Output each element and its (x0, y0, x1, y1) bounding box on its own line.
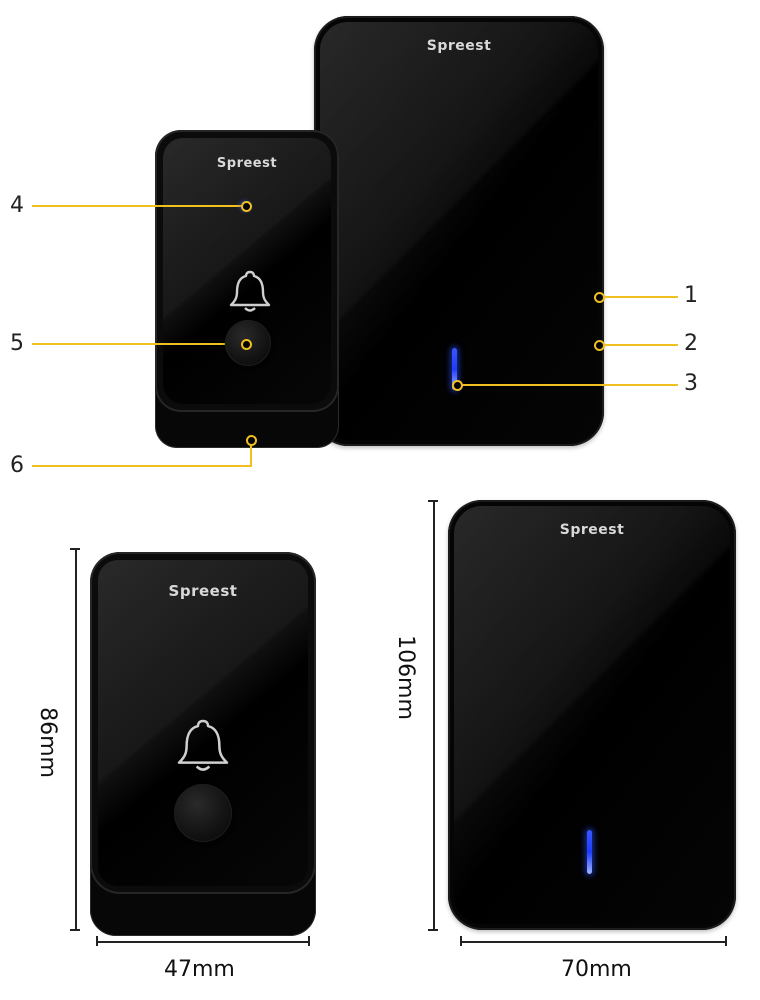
bell-icon (177, 719, 229, 771)
dimension-line-receiver-height (433, 500, 435, 930)
callout-dot-5 (241, 339, 252, 350)
callout-dot-4 (241, 201, 252, 212)
dimension-line-button-width (96, 941, 310, 943)
brand-logo: Spreest (168, 582, 238, 600)
brand-logo: Spreest (559, 522, 625, 538)
callout-dot-3 (452, 380, 463, 391)
callout-label-4: 4 (10, 193, 24, 218)
receiver-unit-top: Spreest (314, 16, 604, 446)
bell-icon (229, 270, 271, 312)
dimension-line-receiver-width (460, 941, 726, 943)
led-indicator-icon (452, 348, 457, 390)
callout-label-5: 5 (10, 331, 24, 356)
callout-dot-6 (246, 435, 257, 446)
brand-logo: Spreest (426, 38, 492, 54)
callout-dot-1 (594, 292, 605, 303)
callout-label-2: 2 (684, 331, 698, 356)
dimension-label-receiver-height: 106mm (392, 635, 418, 720)
button-unit-top: Spreest (155, 130, 339, 448)
dimension-label-receiver-width: 70mm (561, 957, 632, 982)
led-indicator-icon (587, 830, 592, 874)
receiver-unit-front: Spreest (448, 500, 736, 930)
callout-label-1: 1 (684, 283, 698, 308)
brand-logo: Spreest (216, 156, 278, 171)
dimension-line-button-height (75, 548, 77, 930)
button-unit-front: Spreest (90, 552, 316, 936)
callout-dot-2 (594, 340, 605, 351)
push-button-icon (174, 784, 232, 842)
dimension-label-button-width: 47mm (164, 957, 235, 982)
callout-label-6: 6 (10, 453, 24, 478)
callout-label-3: 3 (684, 371, 698, 396)
dimension-label-button-height: 86mm (34, 707, 60, 778)
